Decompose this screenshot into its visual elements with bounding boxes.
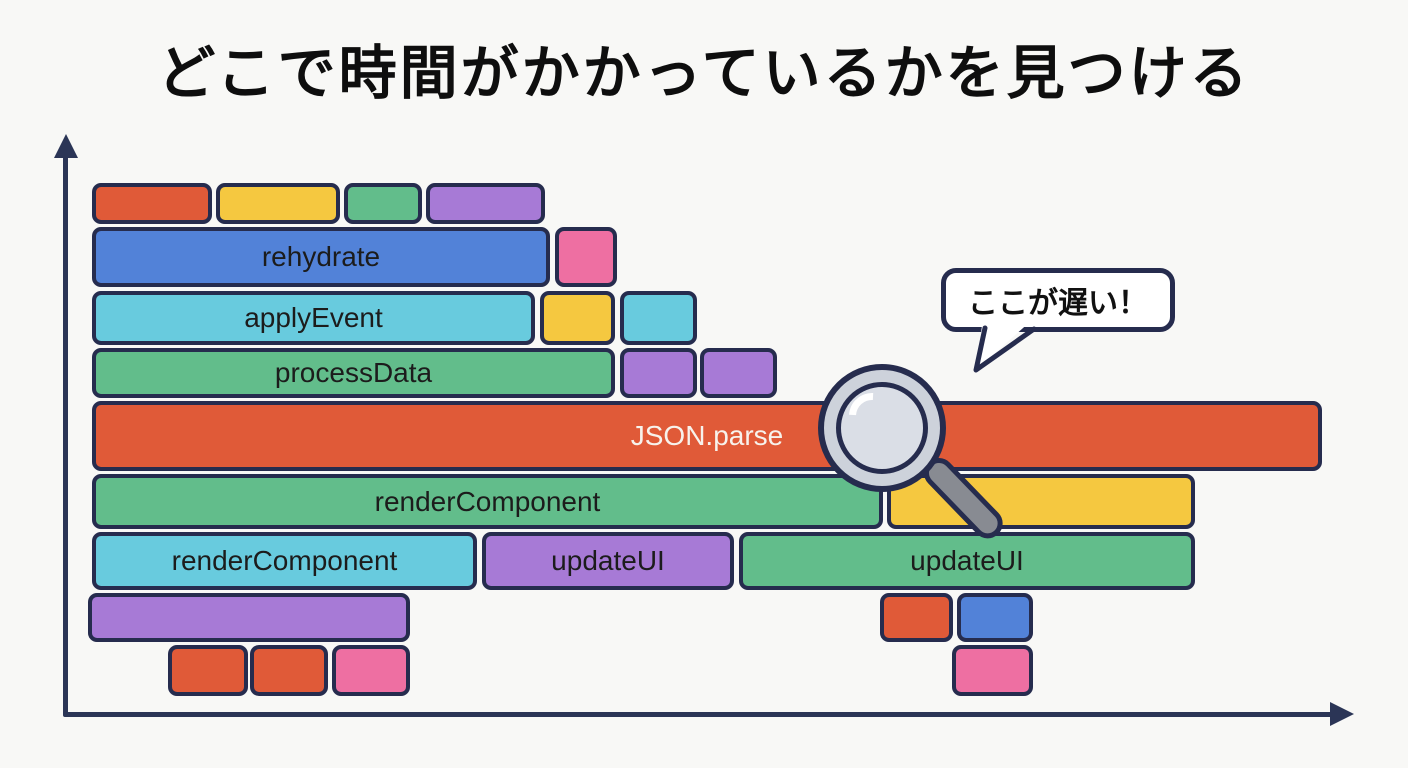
- flame-bar-applyEvent: applyEvent: [92, 291, 535, 345]
- callout-bubble-tail: [973, 318, 1037, 373]
- flame-bar-processData: processData: [92, 348, 615, 398]
- flame-bar: [957, 593, 1033, 642]
- flame-bar: [216, 183, 340, 224]
- flame-bar: [250, 645, 328, 696]
- flame-bar: [880, 593, 953, 642]
- flame-bar: [344, 183, 422, 224]
- flame-bar: [168, 645, 248, 696]
- flame-bar: [332, 645, 410, 696]
- y-axis-arrow-icon: [54, 134, 78, 158]
- callout-bubble: ここが遅い！: [941, 268, 1175, 332]
- flame-bar: [700, 348, 777, 398]
- flame-bar: [555, 227, 617, 287]
- flame-bar: [540, 291, 615, 345]
- flame-bar: [887, 474, 1195, 529]
- x-axis-arrow-icon: [1330, 702, 1354, 726]
- flame-bar-updateUI: updateUI: [482, 532, 734, 590]
- x-axis: [63, 712, 1335, 717]
- flame-bar-updateUI: updateUI: [739, 532, 1195, 590]
- flame-bar-renderComponent: renderComponent: [92, 532, 477, 590]
- flame-bar: [88, 593, 410, 642]
- page-title: どこで時間がかかっているかを見つける: [157, 41, 1251, 106]
- callout-text: ここが遅い！: [968, 287, 1148, 320]
- flame-bar: [426, 183, 545, 224]
- flame-bar-renderComponent: renderComponent: [92, 474, 883, 529]
- flame-bar-JSON.parse: JSON.parse: [92, 401, 1322, 471]
- flame-bar: [620, 348, 697, 398]
- flame-bar: [620, 291, 697, 345]
- flame-bar: [952, 645, 1033, 696]
- y-axis: [63, 156, 68, 716]
- flame-bar: [92, 183, 212, 224]
- flame-bar-rehydrate: rehydrate: [92, 227, 550, 287]
- magnifier-lens: [836, 382, 928, 474]
